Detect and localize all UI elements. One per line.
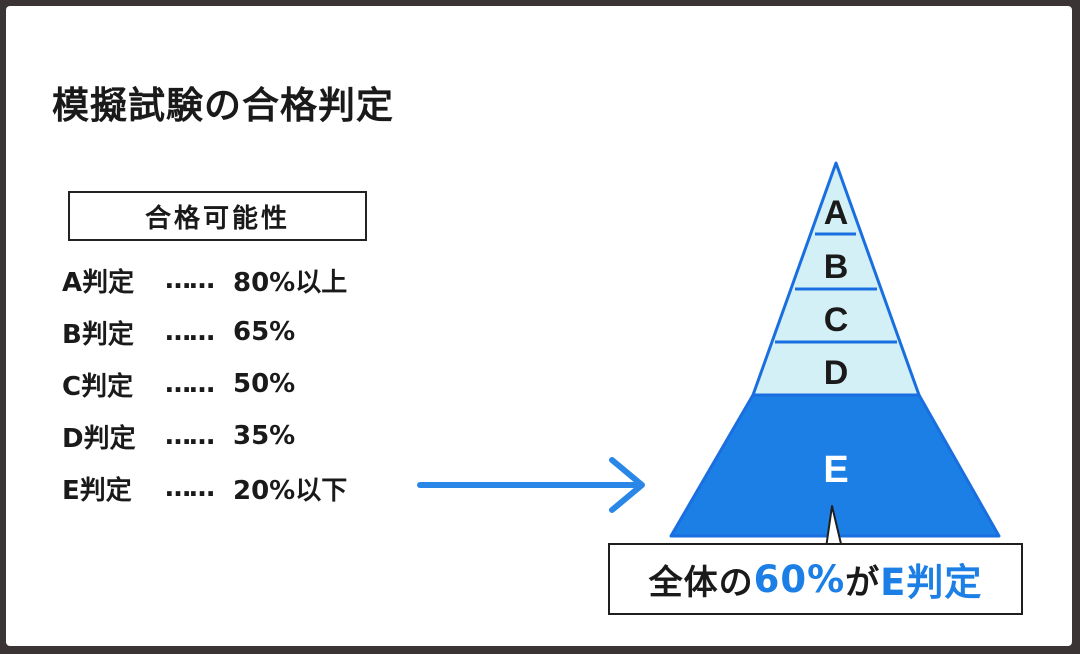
grade-row-c: C判定 …… 50% [62,358,347,410]
grade-name: B判定 [62,319,134,350]
grade-name: E判定 [62,475,132,506]
grade-name: D判定 [62,423,136,454]
grade-value: 50% [233,369,296,399]
grade-dots: …… [165,473,215,503]
callout-middle: が [845,562,881,603]
grade-value: 20%以下 [233,475,348,506]
grade-row-a: A判定 …… 80%以上 [62,254,347,306]
grade-name: C判定 [62,371,134,402]
grade-value: 65% [233,317,296,347]
grade-list: A判定 …… 80%以上 B判定 …… 65% C判定 …… 50% D判定 …… [62,254,347,514]
pyramid-label-b: B [824,248,849,286]
legend-header: 合格可能性 [68,191,367,241]
pyramid-label-d: D [824,354,849,392]
grade-dots: …… [165,369,215,399]
grade-row-d: D判定 …… 35% [62,410,347,462]
grade-value: 80%以上 [233,267,348,298]
pyramid-label-e: E [823,449,848,491]
grade-row-e: E判定 …… 20%以下 [62,462,347,514]
pyramid-label-c: C [824,301,849,339]
page-title: 模擬試験の合格判定 [52,84,394,127]
grade-value: 35% [233,421,296,451]
pyramid-label-a: A [824,194,849,232]
callout-grade: E判定 [880,561,983,604]
grade-dots: …… [165,421,215,451]
grade-name: A判定 [62,267,135,298]
grade-dots: …… [165,317,215,347]
arrow-icon [417,457,645,513]
grade-dots: …… [165,265,215,295]
pyramid-tier-e [669,393,1001,538]
grade-row-b: B判定 …… 65% [62,306,347,358]
callout-prefix: 全体の [648,562,754,603]
arrow-head [609,457,645,513]
callout-percent: 60% [753,557,846,601]
